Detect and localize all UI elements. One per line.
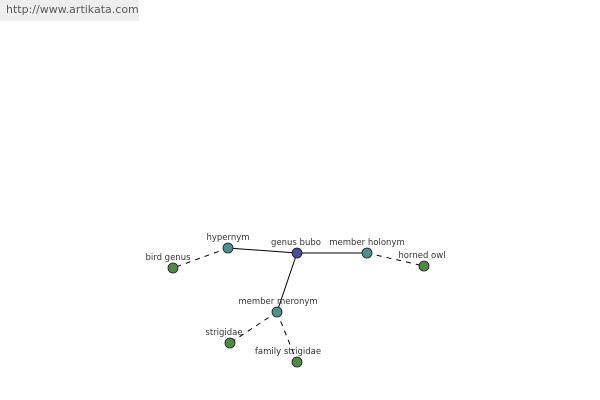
node-label-member-meronym[interactable]: member meronym <box>238 297 317 307</box>
node-member-meronym[interactable] <box>271 306 283 318</box>
node-hypernym[interactable] <box>222 242 234 254</box>
node-label-member-holonym[interactable]: member holonym <box>329 238 404 248</box>
node-label-bird-genus[interactable]: bird genus <box>145 253 191 263</box>
node-label-horned-owl[interactable]: horned owl <box>398 251 445 261</box>
node-bird-genus[interactable] <box>167 262 179 274</box>
node-genus-bubo[interactable] <box>291 247 303 259</box>
node-label-hypernym[interactable]: hypernym <box>206 233 249 243</box>
node-label-genus-bubo[interactable]: genus bubo <box>271 238 321 248</box>
labels-layer: genus bubo hypernym member holonym member m… <box>145 233 445 357</box>
edge-genus-bubo-to-hypernym <box>227 247 298 254</box>
node-family-strigidae[interactable] <box>291 356 303 368</box>
node-label-strigidae[interactable]: strigidae <box>205 328 242 338</box>
nodes-layer <box>167 242 430 368</box>
edge-member-meronym-to-family-strigidae <box>276 311 298 363</box>
node-label-family-strigidae[interactable]: family strigidae <box>255 347 321 357</box>
site-url-link[interactable]: http://www.artikata.com <box>0 0 139 21</box>
edge-genus-bubo-to-member-meronym <box>276 252 298 313</box>
node-strigidae[interactable] <box>224 337 236 349</box>
node-member-holonym[interactable] <box>361 247 373 259</box>
node-horned-owl[interactable] <box>418 260 430 272</box>
edges-layer <box>172 247 425 363</box>
